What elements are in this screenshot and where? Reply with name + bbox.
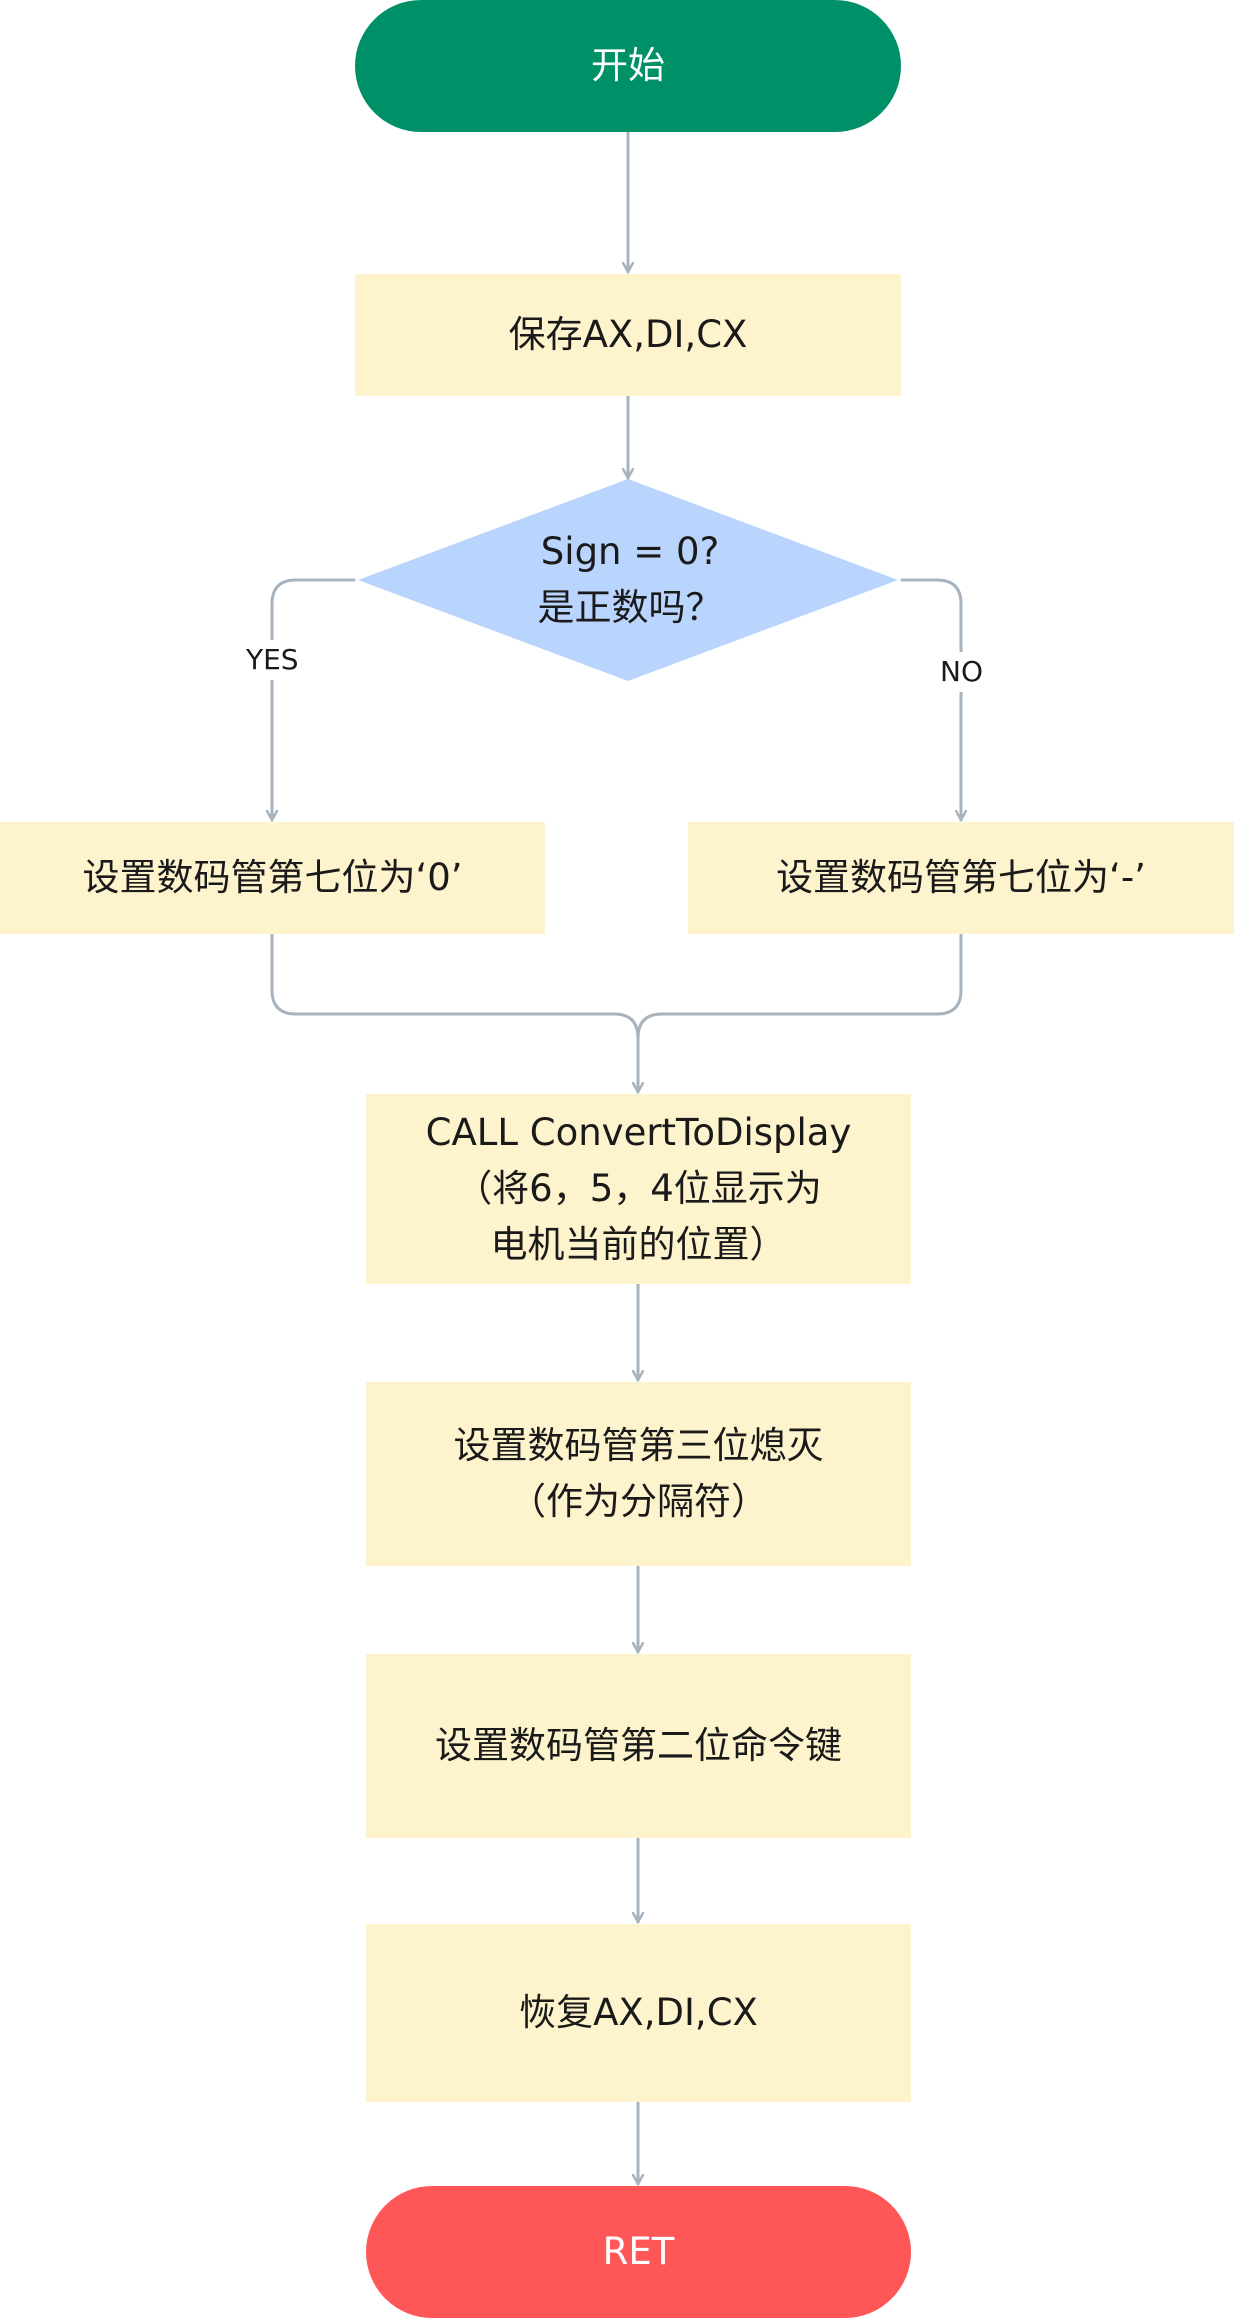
set-seventh-digit-zero-node: 设置数码管第七位为‘0’ (0, 822, 545, 934)
yes-edge-label: YES (244, 640, 301, 680)
connector-decision-yes (272, 578, 356, 822)
decision-question: 是正数吗？ (537, 586, 723, 629)
second-digit-command-label: 设置数码管第二位命令键 (435, 1724, 842, 1767)
set-seventh-digit-minus-label: 设置数码管第七位为‘-’ (776, 856, 1146, 899)
blank-third-digit-note: （作为分隔符） (509, 1480, 768, 1523)
connector-merge-left (270, 932, 640, 1040)
convert-note-line2: 电机当前的位置） (490, 1223, 787, 1266)
second-digit-command-node: 设置数码管第二位命令键 (366, 1654, 911, 1838)
save-registers-label: 保存AX,DI,CX (508, 313, 748, 356)
connector-decision-no (900, 578, 961, 822)
no-edge-label: NO (938, 652, 985, 692)
decision-condition: Sign = 0? (540, 530, 720, 573)
start-label: 开始 (591, 44, 665, 87)
connector-merge-right (636, 932, 963, 1040)
convert-to-display-node: CALL ConvertToDisplay （将6，5，4位显示为 电机当前的位… (366, 1094, 911, 1284)
start-node: 开始 (355, 0, 901, 132)
decision-node-text: Sign = 0? 是正数吗？ (360, 480, 900, 680)
restore-registers-label: 恢复AX,DI,CX (519, 1991, 758, 2034)
decision-diamond (358, 479, 898, 681)
set-seventh-digit-zero-label: 设置数码管第七位为‘0’ (82, 856, 463, 899)
convert-note-line1: （将6，5，4位显示为 (455, 1167, 822, 1210)
blank-third-digit-node: 设置数码管第三位熄灭 （作为分隔符） (366, 1382, 911, 1566)
set-seventh-digit-minus-node: 设置数码管第七位为‘-’ (688, 822, 1234, 934)
ret-label: RET (602, 2230, 675, 2273)
convert-call-label: CALL ConvertToDisplay (425, 1111, 852, 1154)
blank-third-digit-label: 设置数码管第三位熄灭 (453, 1424, 824, 1467)
ret-node: RET (366, 2186, 911, 2318)
restore-registers-node: 恢复AX,DI,CX (366, 1924, 911, 2102)
save-registers-node: 保存AX,DI,CX (355, 274, 901, 396)
